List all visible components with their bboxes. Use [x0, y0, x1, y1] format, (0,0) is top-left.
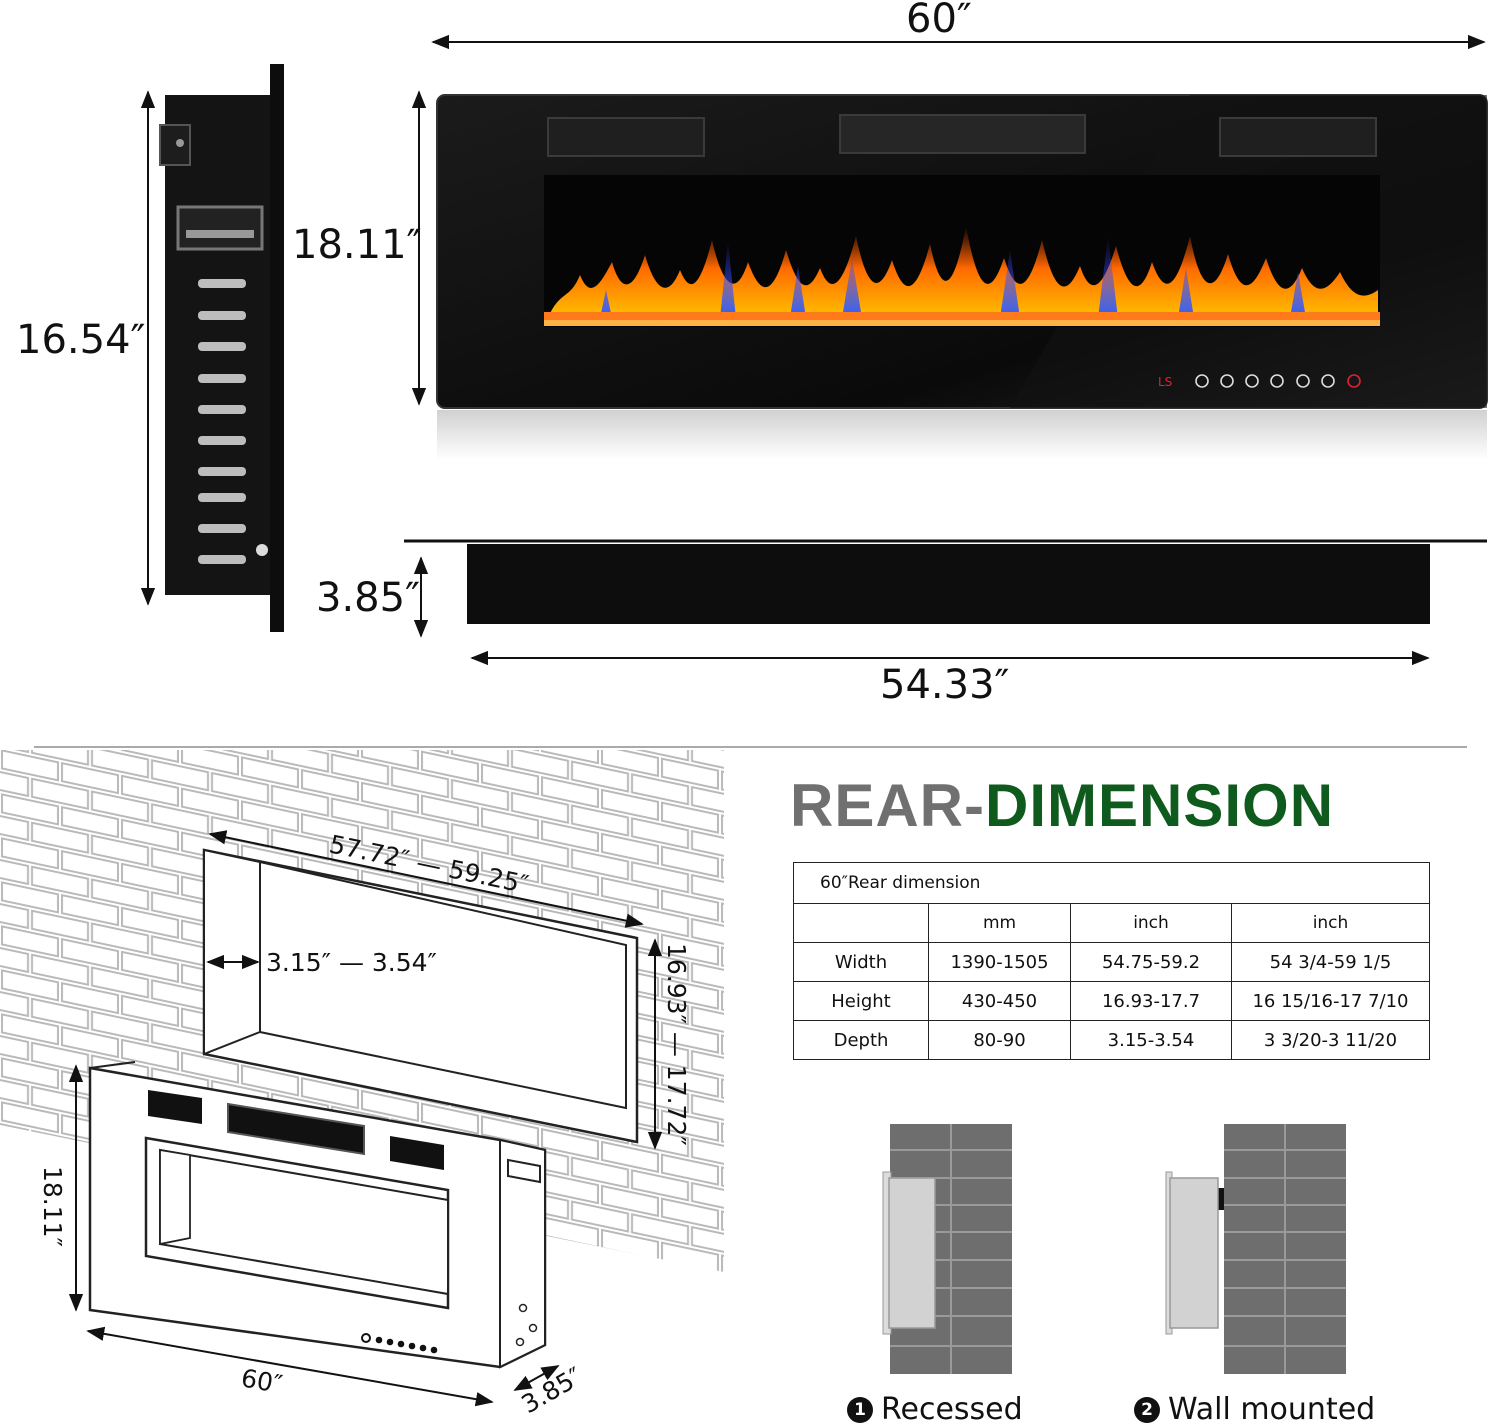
power-icon — [1347, 374, 1361, 388]
opening-height-label: 16.93″ — 17.72″ — [662, 943, 691, 1146]
wall-mounted-illustration — [1165, 1124, 1346, 1374]
width-label: 60″ — [906, 0, 972, 42]
table-row: Depth 80-90 3.15-3.54 3 3/20-3 11/20 — [793, 1020, 1430, 1060]
rear-dimension-table: 60″Rear dimension mm inch inch Width 139… — [793, 862, 1430, 1060]
recessed-mount-illustration — [882, 1124, 1012, 1374]
table-cell: Width — [793, 942, 929, 982]
number-badge-icon: 1 — [847, 1396, 873, 1423]
control-buttons — [1195, 374, 1361, 388]
table-cell: 54.75-59.2 — [1070, 942, 1232, 982]
control-ls-label: LS — [1158, 375, 1172, 389]
unit-width-label: 60″ — [239, 1363, 285, 1399]
depth-label: 3.85″ — [316, 575, 420, 621]
opening-width-arrow — [208, 830, 644, 928]
bottom-width-label: 54.33″ — [880, 662, 1009, 708]
table-row: Width 1390-1505 54.75-59.2 54 3/4-59 1/5 — [793, 942, 1430, 982]
table-caption: 60″Rear dimension — [793, 862, 1430, 904]
flames — [544, 226, 1380, 326]
right-vent — [1219, 117, 1377, 157]
panel-height-label: 18.11″ — [292, 222, 421, 268]
unit-height-label: 18.11″ — [38, 1166, 67, 1247]
left-vent — [547, 117, 705, 157]
side-height-label: 16.54″ — [16, 317, 145, 363]
table-cell: Depth — [793, 1020, 929, 1060]
table-cell: Height — [793, 981, 929, 1021]
center-vent — [839, 114, 1086, 154]
table-cell: 16 15/16-17 7/10 — [1231, 981, 1430, 1021]
table-row: Height 430-450 16.93-17.7 16 15/16-17 7/… — [793, 981, 1430, 1021]
rear-dimension-title: REAR-DIMENSION — [790, 776, 1334, 836]
unit-depth-arrow — [513, 1365, 560, 1391]
table-header-cell: inch — [1231, 903, 1430, 943]
title-part-gray: REAR- — [790, 772, 985, 839]
table-cell: 1390-1505 — [928, 942, 1071, 982]
table-cell: 3.15-3.54 — [1070, 1020, 1232, 1060]
fireplace-unit-drawing — [88, 1061, 547, 1369]
unit-width-arrow — [86, 1326, 494, 1407]
table-cell: 54 3/4-59 1/5 — [1231, 942, 1430, 982]
side-vent-slots — [198, 279, 246, 564]
table-header-cell: inch — [1070, 903, 1232, 943]
number-badge-icon: 2 — [1134, 1396, 1160, 1423]
table-cell: 430-450 — [928, 981, 1071, 1021]
mount-label-text: Wall mounted — [1168, 1392, 1376, 1427]
opening-depth-label: 3.15″ — 3.54″ — [266, 948, 437, 977]
table-header-cell: mm — [928, 903, 1071, 943]
fireplace-top-view — [404, 539, 1487, 624]
mount-label-text: Recessed — [881, 1392, 1023, 1427]
front-reflection — [437, 410, 1487, 460]
mount-option-wall: 2 Wall mounted — [1134, 1392, 1375, 1427]
side-profile — [140, 64, 284, 632]
table-header-row: mm inch inch — [793, 903, 1430, 943]
mount-option-recessed: 1 Recessed — [847, 1392, 1023, 1427]
table-cell: 80-90 — [928, 1020, 1071, 1060]
table-cell: 16.93-17.7 — [1070, 981, 1232, 1021]
table-header-cell — [793, 903, 929, 943]
table-cell: 3 3/20-3 11/20 — [1231, 1020, 1430, 1060]
fireplace-front-view: LS — [436, 94, 1488, 460]
title-part-green: DIMENSION — [985, 772, 1335, 839]
